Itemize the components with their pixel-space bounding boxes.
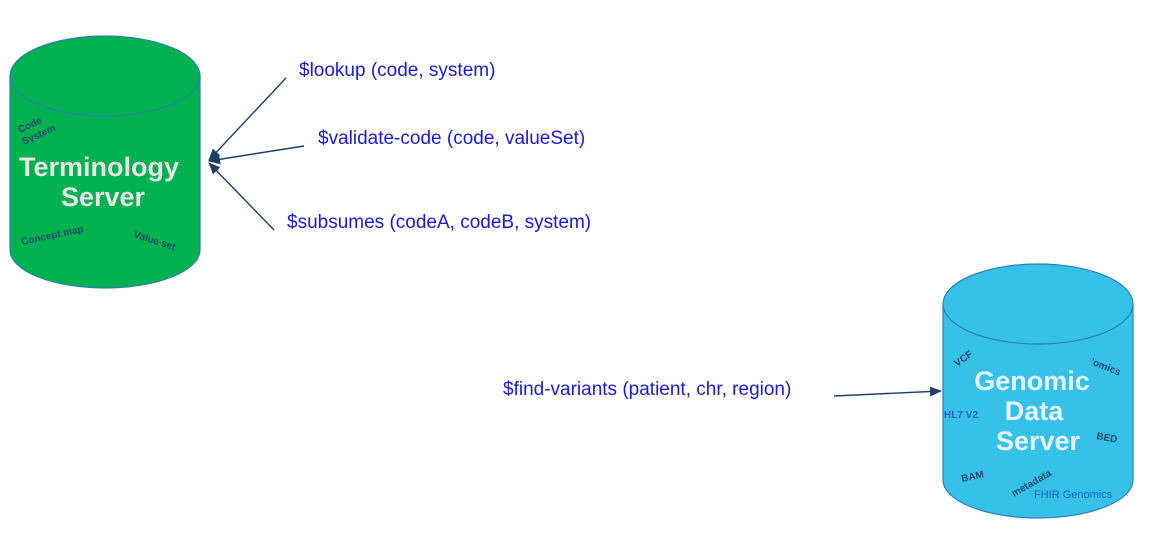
terminology-server-cylinder: Terminology Server Code System Concept m…: [9, 35, 201, 289]
operation-find-variants: $find-variants (patient, chr, region): [503, 379, 791, 400]
terminology-title-line2: Server: [61, 182, 146, 212]
genomic-title-line1: Genomic: [974, 366, 1090, 396]
tag-bed: BED: [1095, 431, 1118, 446]
operation-validate-code: $validate-code (code, valueSet): [318, 128, 585, 149]
genomic-server-cylinder: Genomic Data Server VCF 'omics HL7 V2 BE…: [942, 263, 1134, 519]
operation-lookup: $lookup (code, system): [299, 60, 495, 81]
genomic-title-line2: Data: [1005, 396, 1065, 426]
arrow-find-variants: [833, 386, 942, 397]
tag-fhir-genomics: FHIR Genomics: [1034, 489, 1113, 501]
tag-hl7v2: HL7 V2: [944, 410, 978, 421]
genomic-title-line3: Server: [996, 426, 1081, 456]
tag-bam: BAM: [960, 469, 985, 484]
terminology-title-line1: Terminology: [19, 152, 179, 182]
arrow-validate-code: [208, 145, 305, 165]
arrow-subsumes: [208, 162, 275, 231]
operation-subsumes: $subsumes (codeA, codeB, system): [287, 212, 591, 233]
arrow-lookup: [208, 77, 287, 161]
